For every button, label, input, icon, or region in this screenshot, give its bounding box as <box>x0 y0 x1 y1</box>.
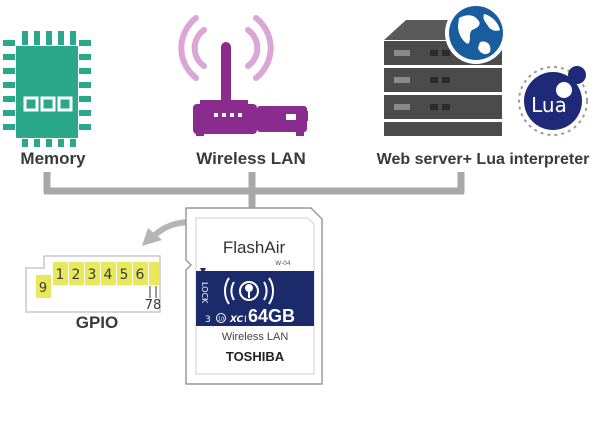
card-maker: TOSHIBA <box>226 349 285 364</box>
gpio-pin-1: 1 <box>56 267 65 283</box>
lua-logo-text: Lua <box>531 93 567 117</box>
speed-class-10: 10 <box>218 317 224 323</box>
webserver-label: Web server+ Lua interpreter <box>377 151 590 168</box>
gpio-label: GPIO <box>76 313 119 332</box>
lua-logo-icon: Lua <box>518 66 588 136</box>
wireless-label: Wireless LAN <box>196 149 305 168</box>
card-wireless-label: Wireless LAN <box>222 331 289 343</box>
gpio-pin-9: 9 <box>39 281 47 296</box>
gpio-arrow-icon <box>142 219 193 246</box>
card-lock-arrow-icon <box>200 268 206 277</box>
gpio-pin-6: 6 <box>136 267 145 283</box>
uhs-roman: I <box>244 315 247 325</box>
gpio-pin-3: 3 <box>88 267 97 283</box>
gpio-pin-78: 78 <box>145 298 162 313</box>
gpio-pin-5: 5 <box>120 267 129 283</box>
memory-chip-icon <box>3 31 91 147</box>
card-lock-label: LOCK <box>200 282 209 304</box>
wifi-signal-icon <box>224 277 274 305</box>
card-brand: FlashAir <box>223 238 286 257</box>
uhs-class-3: 3 <box>205 315 211 325</box>
flashair-sd-card: FlashAir W-04 LOCK 3 10 XC I 64GB Wirele… <box>185 207 323 385</box>
gpio-pin-4: 4 <box>104 267 113 283</box>
sdxc-logo: XC <box>229 315 244 325</box>
memory-label: Memory <box>20 149 86 168</box>
card-model: W-04 <box>275 260 291 267</box>
globe-icon <box>445 2 507 64</box>
gpio-pin-2: 2 <box>72 267 81 283</box>
wireless-router-icon <box>178 15 308 136</box>
card-capacity: 64GB <box>248 306 295 326</box>
speed-class-icons: 3 10 XC I <box>205 313 247 325</box>
bus-connector <box>43 172 465 214</box>
